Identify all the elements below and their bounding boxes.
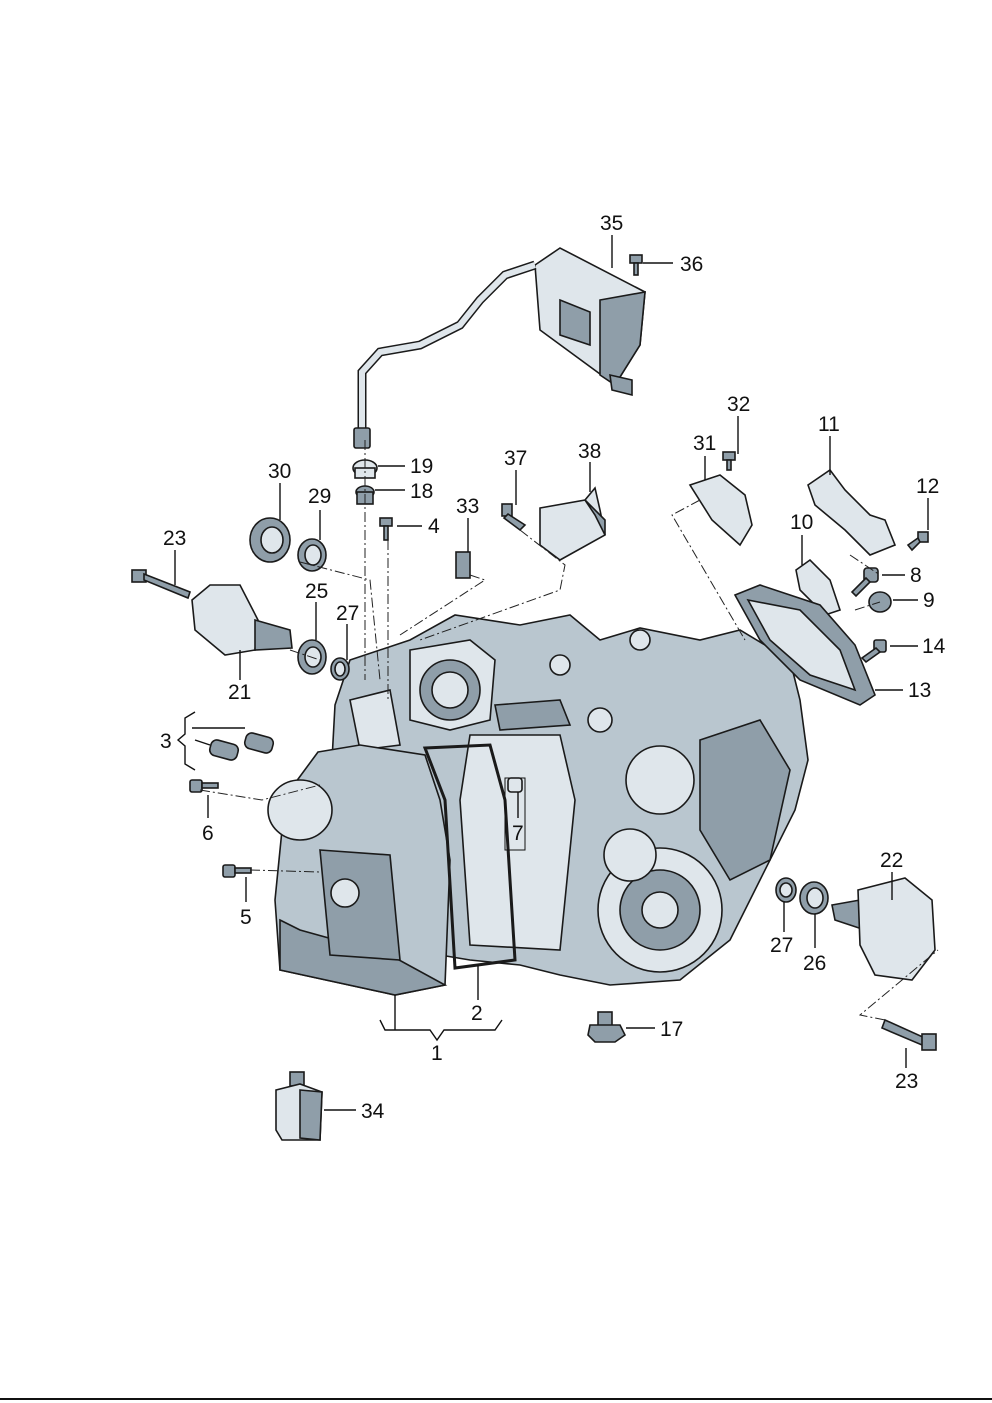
callout-34: 34: [361, 1100, 385, 1123]
seal-26: [799, 881, 829, 915]
sensor-33: [455, 551, 471, 579]
oil-bottle-34: [275, 1071, 323, 1141]
callout-37: 37: [504, 447, 527, 470]
bracket-38: [539, 486, 606, 561]
callout-3: 3: [160, 730, 172, 753]
ring-27-left: [330, 657, 350, 681]
callout-27-left: 27: [336, 602, 359, 625]
bolt-8: [850, 567, 879, 598]
bolt-36: [629, 254, 643, 276]
callout-4: 4: [428, 515, 440, 538]
bolt-23-right: [880, 1018, 937, 1051]
bolt-37: [501, 503, 527, 532]
callout-25: 25: [305, 580, 328, 603]
footer-rule: [0, 1398, 992, 1400]
flange-22: [831, 877, 936, 981]
callout-12: 12: [916, 475, 939, 498]
bolt-4: [379, 517, 393, 541]
leader-lines: [174, 235, 929, 1111]
callout-18: 18: [410, 480, 433, 503]
callout-13: 13: [908, 679, 931, 702]
callout-8: 8: [910, 564, 922, 587]
callout-7: 7: [512, 822, 524, 845]
callout-27-right: 27: [770, 934, 793, 957]
bolt-14: [860, 639, 887, 664]
callout-23-right: 23: [895, 1070, 918, 1093]
flange-21: [191, 584, 293, 656]
seal-29: [297, 538, 327, 572]
cover-plate-13: [733, 584, 876, 706]
assembly-lines: [199, 440, 939, 1021]
callout-32: 32: [727, 393, 750, 416]
bracket-31: [688, 474, 753, 547]
control-unit-35: [353, 247, 646, 449]
callout-29: 29: [308, 485, 331, 508]
bolt-23-left: [131, 569, 191, 600]
bolt-5: [222, 864, 252, 878]
drain-plug-17: [587, 1011, 627, 1043]
dowels-3: [208, 732, 275, 761]
callout-9: 9: [923, 589, 935, 612]
bolt-32: [722, 451, 736, 471]
mechatronic-unit-1: [267, 744, 451, 996]
callout-23-left: 23: [163, 527, 186, 550]
callout-17: 17: [660, 1018, 683, 1041]
callout-19: 19: [410, 455, 433, 478]
callout-35: 35: [600, 212, 623, 235]
callout-33: 33: [456, 495, 479, 518]
callout-14: 14: [922, 635, 946, 658]
callout-21: 21: [228, 681, 251, 704]
callout-31: 31: [693, 432, 716, 455]
callout-6: 6: [202, 822, 214, 845]
callout-5: 5: [240, 906, 252, 929]
callout-11: 11: [818, 413, 840, 436]
ring-27-right: [775, 877, 797, 903]
callout-1: 1: [431, 1042, 443, 1065]
callout-30: 30: [268, 460, 291, 483]
bolt-6: [189, 779, 219, 793]
callout-10: 10: [790, 511, 813, 534]
bolt-12: [906, 531, 929, 552]
bracket-11: [807, 468, 897, 556]
callout-22: 22: [880, 849, 903, 872]
callout-labels: 35 36 19 18 4 37 38 33 32 31 11 12 10 8 …: [160, 212, 946, 1123]
gasket-2: [422, 743, 517, 970]
callout-38: 38: [578, 440, 601, 463]
plug-7: [507, 777, 523, 793]
callout-26: 26: [803, 952, 826, 975]
seal-30: [249, 517, 291, 563]
callout-36: 36: [680, 253, 703, 276]
callout-2: 2: [471, 1002, 483, 1025]
bracket-10: [795, 558, 842, 616]
